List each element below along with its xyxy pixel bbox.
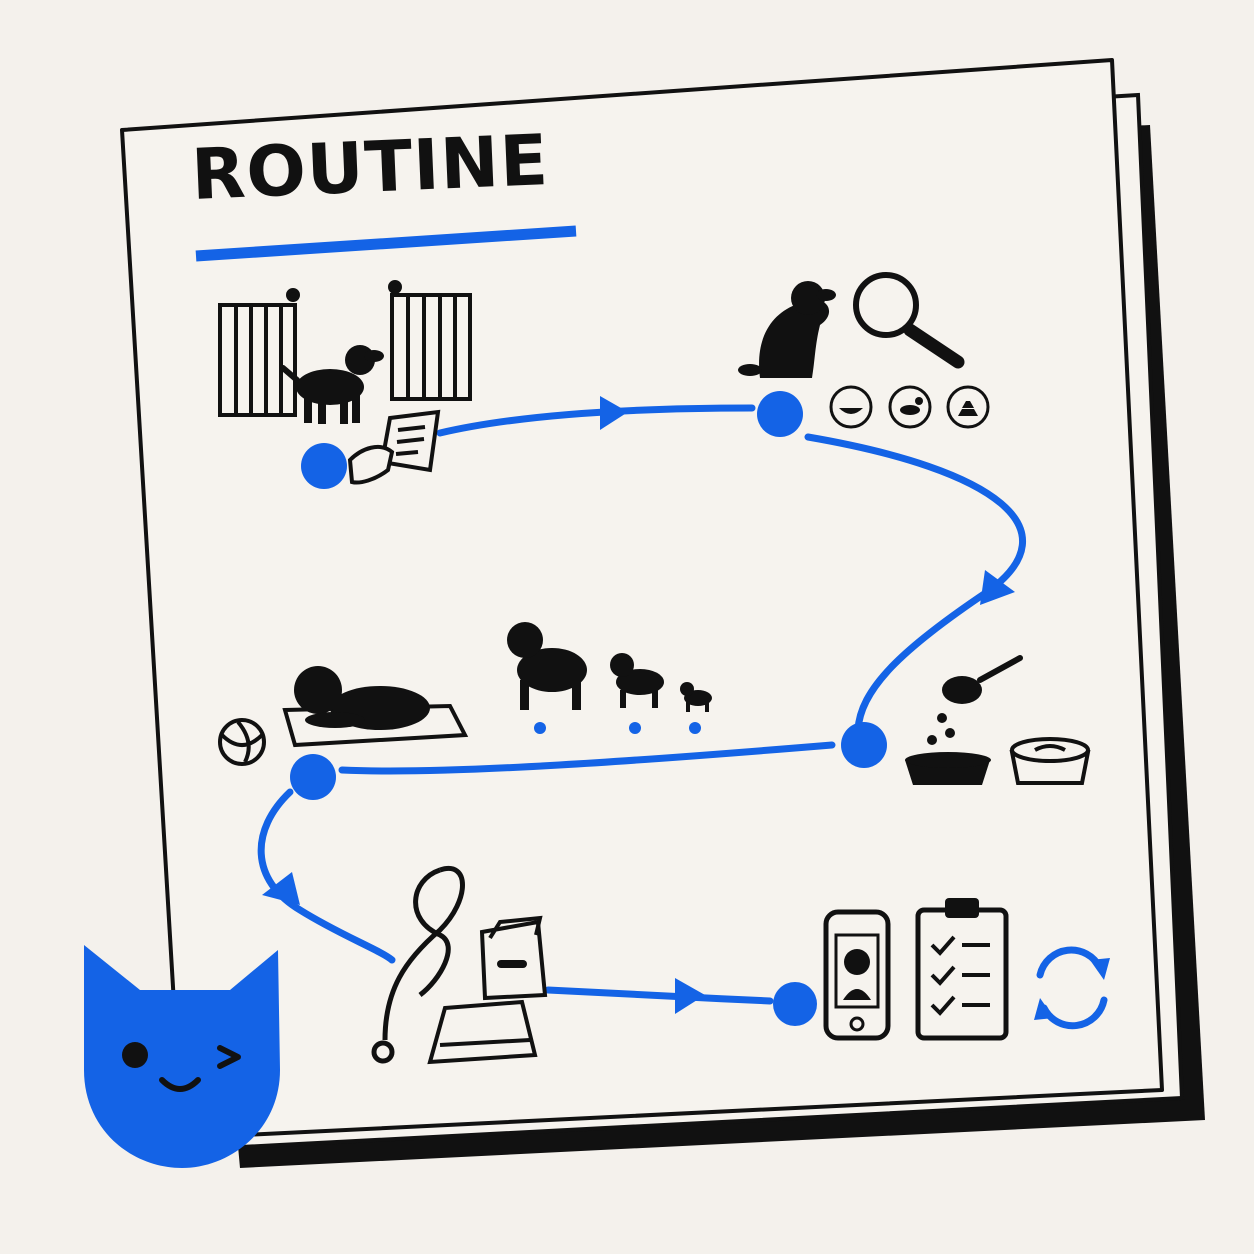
step-report-icons: [823, 898, 1110, 1041]
step-nodes: [290, 391, 887, 1026]
direction-arrow-4: [675, 978, 705, 1014]
step-rest-play-icons: [218, 622, 712, 766]
filled-bowl-icon: [905, 752, 991, 785]
repeat-icon: [1034, 946, 1110, 1030]
resting-dog-on-mat-icon: [282, 666, 469, 748]
page-title: ROUTINE: [189, 119, 551, 216]
poop-icon: [946, 385, 990, 429]
step-node-feeding: [841, 722, 887, 768]
handing-form-icon: [347, 409, 441, 485]
winking-cat-mascot: [84, 945, 280, 1168]
observation-badges: [829, 385, 990, 429]
food-scoop-icon: [927, 655, 1023, 745]
step-node-rest-play: [290, 754, 336, 800]
path-segment-3: [338, 741, 836, 775]
small-dog-icon: [680, 682, 712, 734]
blanket-icon: [427, 999, 538, 1065]
mascot-smile: [159, 1077, 201, 1092]
food-bowl-icon: [829, 385, 873, 429]
title-underline: [195, 225, 577, 262]
medium-dog-icon: [610, 653, 664, 734]
mascot-wink: [217, 1045, 241, 1069]
step-departure-icons: [371, 865, 548, 1065]
magnifier-icon: [853, 272, 965, 369]
playing-dog-icon: [888, 385, 932, 429]
step-node-arrival: [301, 443, 347, 489]
clipboard-checklist-icon: [915, 898, 1009, 1041]
direction-arrow-3: [262, 872, 300, 905]
dog-icon: [280, 345, 384, 424]
food-bag-icon: [479, 915, 548, 1001]
step-observation-icons: [738, 272, 990, 429]
step-arrival-icons: [218, 280, 472, 485]
direction-arrow-2: [980, 570, 1015, 605]
step-node-report: [773, 982, 817, 1026]
routine-path: [257, 396, 1026, 1014]
path-segment-5: [544, 986, 774, 1005]
step-node-observation: [757, 391, 803, 437]
step-feeding-icons: [905, 655, 1091, 785]
playpen-gate-icon: [218, 280, 472, 417]
direction-arrow-1: [600, 396, 628, 430]
dog-sizes: [507, 622, 712, 734]
path-segment-4: [257, 788, 396, 964]
large-dog-icon: [507, 622, 587, 734]
water-bowl-icon: [1009, 737, 1091, 785]
sitting-dog-icon: [738, 281, 836, 378]
leash-icon: [371, 865, 465, 1064]
mascot-eye: [122, 1042, 148, 1068]
path-segment-1: [436, 404, 756, 437]
phone-photo-icon: [823, 909, 891, 1041]
ball-icon: [218, 718, 266, 766]
path-segment-2: [804, 433, 1026, 734]
